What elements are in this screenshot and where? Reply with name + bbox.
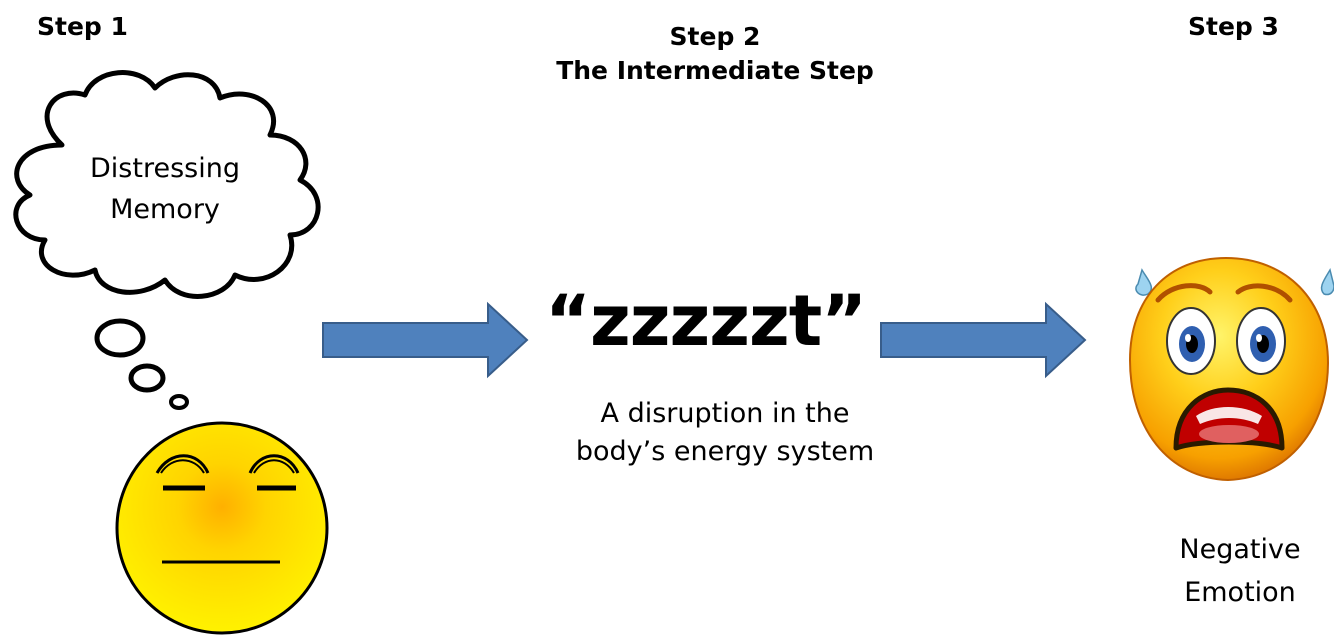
calm-face-icon: [115, 421, 329, 635]
negative-emotion-label: Negative Emotion: [1160, 528, 1320, 614]
scared-face-icon: [1128, 256, 1334, 482]
zzzzzt-sound-text: “zzzzzt”: [545, 280, 867, 362]
thought-bubble-medium-icon: [128, 363, 166, 393]
disruption-line-2: body’s energy system: [575, 436, 875, 467]
thought-line-2: Memory: [110, 194, 220, 225]
step-2-subtitle: The Intermediate Step: [556, 56, 874, 85]
disruption-description: A disruption in the body’s energy system: [545, 395, 905, 471]
emotion-line-2: Emotion: [1184, 577, 1296, 608]
right-arrow-icon: [322, 301, 529, 379]
step-1-label: Step 1: [37, 12, 128, 41]
thought-bubble-small-icon: [169, 394, 189, 410]
step-2-label: Step 2: [669, 22, 761, 51]
disruption-line-1: A disruption in the: [600, 398, 850, 429]
emotion-line-1: Negative: [1179, 534, 1301, 565]
thought-bubble-large-icon: [94, 318, 146, 358]
thought-cloud-text: Distressing Memory: [55, 148, 275, 230]
step-2-heading: Step 2 The Intermediate Step: [480, 20, 950, 88]
thought-line-1: Distressing: [90, 153, 240, 184]
thought-cloud-icon: [13, 70, 321, 299]
step-3-label: Step 3: [1188, 12, 1279, 41]
right-arrow-icon: [880, 301, 1087, 379]
